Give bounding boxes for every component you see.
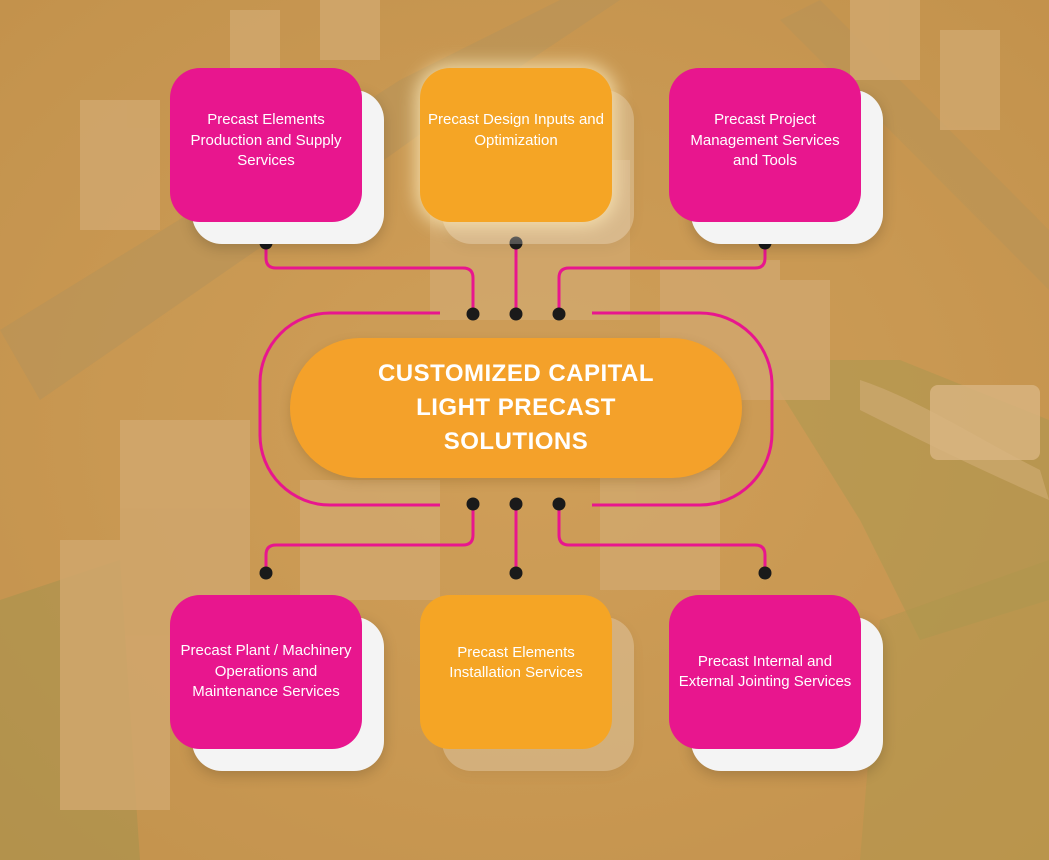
dot-center-bottom-middle bbox=[509, 497, 523, 511]
connector-bottom-left bbox=[264, 505, 475, 573]
card-installation: Precast Elements Installation Services bbox=[420, 595, 635, 773]
dot-bottom-left-card bbox=[259, 566, 273, 580]
dot-center-bottom-left bbox=[466, 497, 480, 511]
card-label: Precast Project Management Services and … bbox=[669, 68, 861, 222]
center-title-pill: CUSTOMIZED CAPITAL LIGHT PRECAST SOLUTIO… bbox=[290, 338, 742, 478]
card-project-management: Precast Project Management Services and … bbox=[669, 68, 884, 246]
card-production-supply: Precast Elements Production and Supply S… bbox=[170, 68, 385, 246]
dot-bottom-middle-card bbox=[509, 566, 523, 580]
card-label: Precast Internal and External Jointing S… bbox=[669, 595, 861, 749]
dot-center-top-left bbox=[466, 307, 480, 321]
card-label: Precast Elements Installation Services bbox=[420, 595, 612, 749]
connector-top-left bbox=[264, 243, 475, 313]
upper-left-arc bbox=[258, 311, 440, 507]
dot-center-top-right bbox=[552, 307, 566, 321]
dot-bottom-right-card bbox=[758, 566, 772, 580]
card-design-inputs: Precast Design Inputs and Optimization bbox=[420, 68, 635, 246]
connector-bottom-right bbox=[557, 505, 767, 573]
card-label: Precast Elements Production and Supply S… bbox=[170, 68, 362, 222]
dot-center-top-middle bbox=[509, 307, 523, 321]
dot-center-bottom-right bbox=[552, 497, 566, 511]
card-label: Precast Design Inputs and Optimization bbox=[420, 68, 612, 222]
card-jointing: Precast Internal and External Jointing S… bbox=[669, 595, 884, 773]
center-title: CUSTOMIZED CAPITAL LIGHT PRECAST SOLUTIO… bbox=[377, 360, 655, 455]
upper-right-arc bbox=[592, 311, 774, 507]
dot-top-middle-card bbox=[509, 236, 523, 250]
card-plant-machinery: Precast Plant / Machinery Operations and… bbox=[170, 595, 385, 773]
card-label: Precast Plant / Machinery Operations and… bbox=[170, 595, 362, 749]
connector-top-right bbox=[557, 243, 767, 313]
